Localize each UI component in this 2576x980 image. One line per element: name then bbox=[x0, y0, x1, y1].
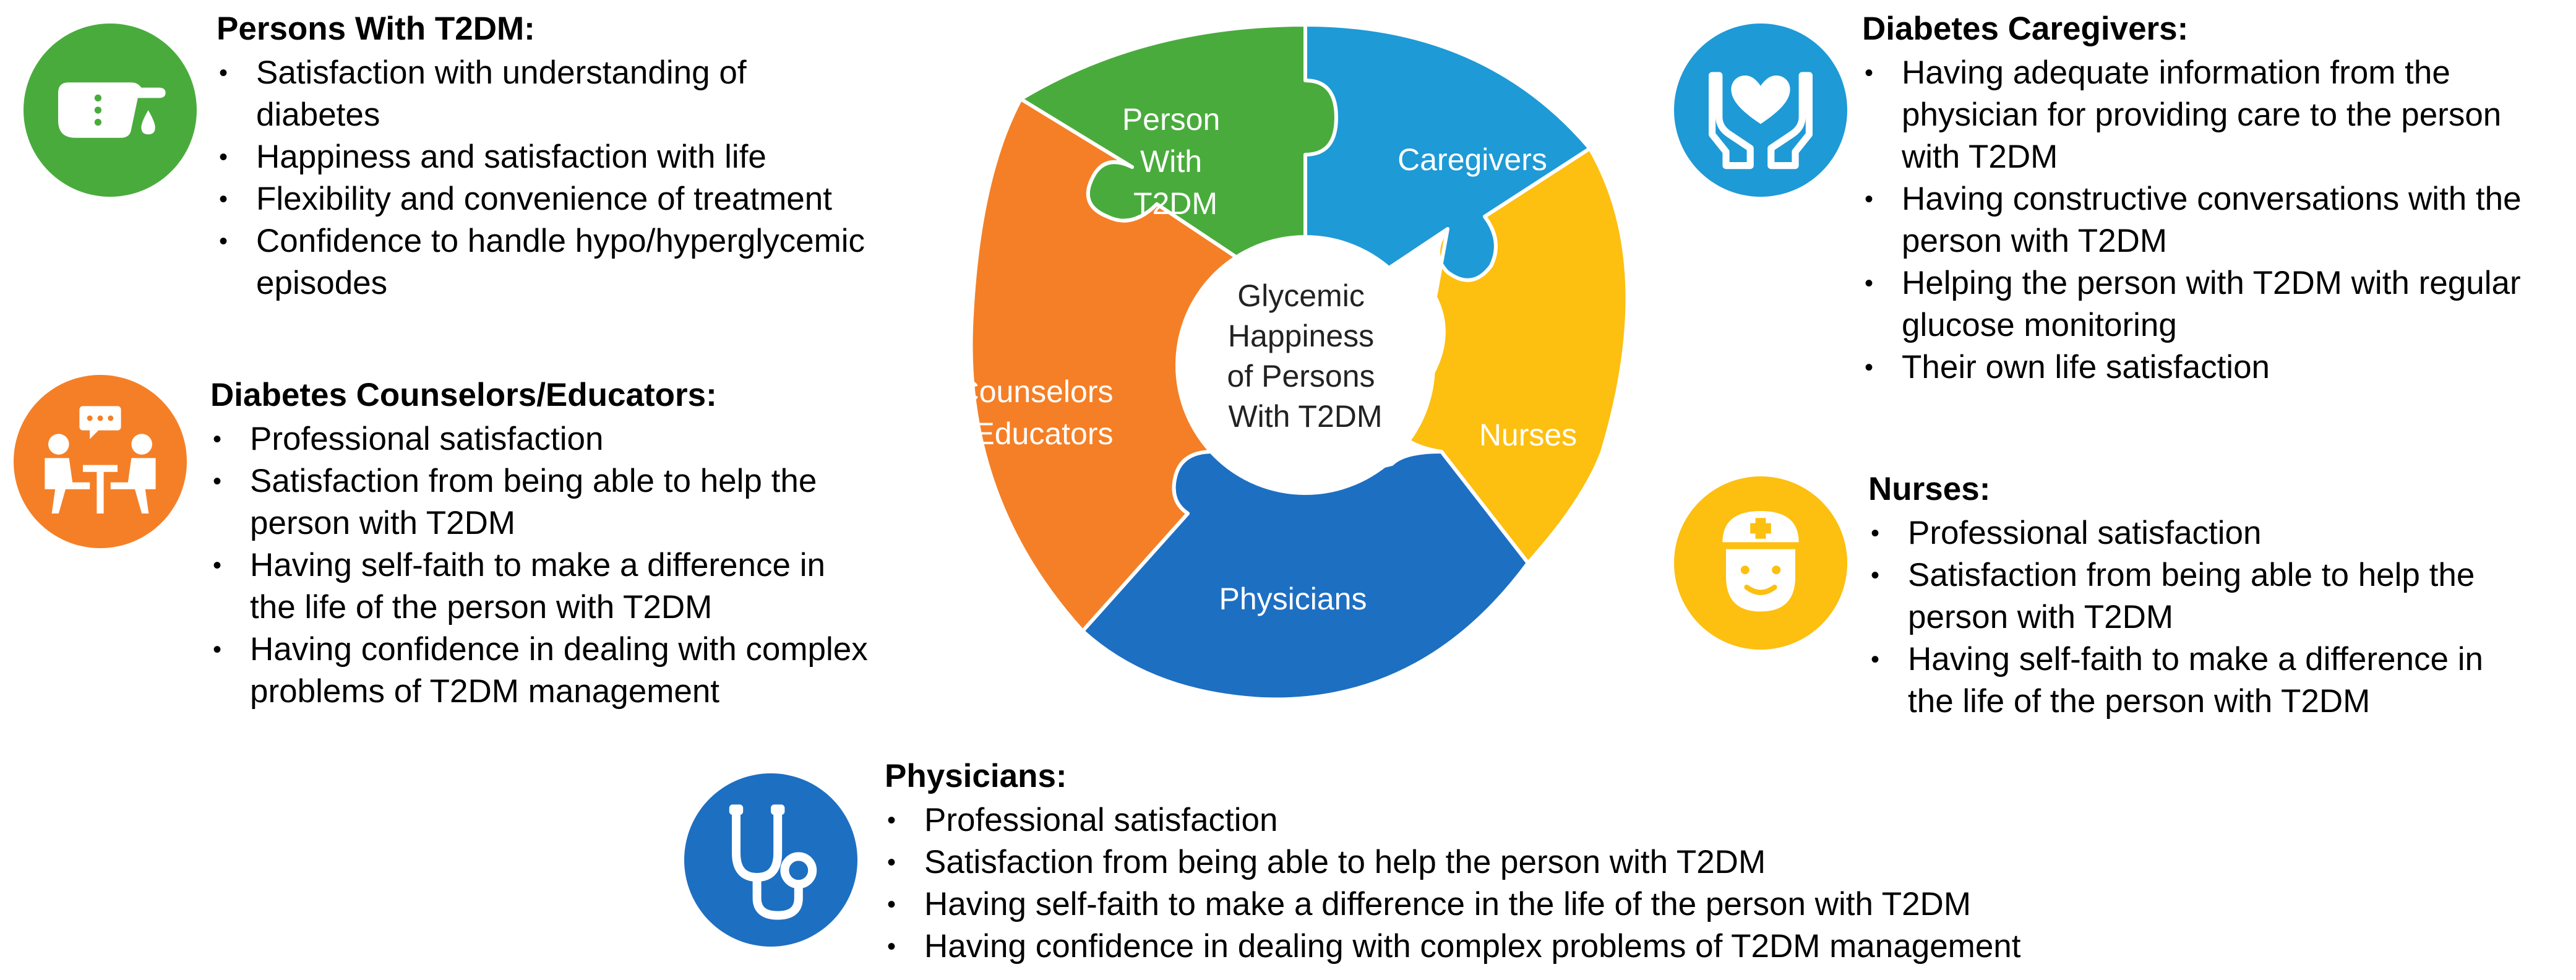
piece-label-nurses: Nurses bbox=[1479, 418, 1577, 452]
list-item: Having adequate information from thephys… bbox=[1862, 52, 2574, 178]
persons-section: Persons With T2DM: Satisfaction with und… bbox=[217, 9, 959, 304]
nurse-face-icon bbox=[1674, 476, 1847, 650]
list-item: Satisfaction from being able to help the… bbox=[1868, 554, 2574, 638]
counseling-session-icon bbox=[14, 375, 187, 548]
persons-title: Persons With T2DM: bbox=[217, 11, 535, 47]
list-item: Having constructive conversations with t… bbox=[1862, 178, 2574, 262]
list-item: Having confidence in dealing with comple… bbox=[210, 629, 953, 713]
physicians-section: Physicians: Professional satisfaction Sa… bbox=[885, 756, 2246, 968]
piece-label-caregivers: Caregivers bbox=[1397, 142, 1547, 177]
piece-label-counselors: Counselors /Educators bbox=[957, 374, 1122, 451]
list-item: Happiness and satisfaction with life bbox=[217, 136, 959, 178]
counselors-title: Diabetes Counselors/Educators: bbox=[210, 377, 717, 413]
puzzle-wheel: Glycemic Happiness of Persons With T2DM … bbox=[957, 23, 1629, 702]
list-item: Satisfaction from being able to help the… bbox=[210, 460, 953, 544]
physicians-list: Professional satisfaction Satisfaction f… bbox=[885, 799, 2246, 968]
list-item: Flexibility and convenience of treatment bbox=[217, 178, 959, 220]
counselors-list: Professional satisfaction Satisfaction f… bbox=[210, 418, 953, 713]
counselors-section: Diabetes Counselors/Educators: Professio… bbox=[210, 375, 953, 713]
center-hub bbox=[1175, 235, 1435, 495]
list-item: Their own life satisfaction bbox=[1862, 346, 2574, 389]
caregivers-title: Diabetes Caregivers: bbox=[1862, 11, 2189, 47]
caring-hands-heart-icon bbox=[1674, 24, 1847, 197]
stethoscope-icon bbox=[684, 773, 857, 947]
caregivers-list: Having adequate information from thephys… bbox=[1862, 52, 2574, 389]
list-item: Having self-faith to make a difference i… bbox=[1868, 638, 2574, 723]
nurses-title: Nurses: bbox=[1868, 471, 1991, 507]
list-item: Professional satisfaction bbox=[210, 418, 953, 460]
physicians-title: Physicians: bbox=[885, 758, 1067, 794]
nurses-list: Professional satisfaction Satisfaction f… bbox=[1868, 512, 2574, 723]
nurses-section: Nurses: Professional satisfaction Satisf… bbox=[1868, 469, 2574, 723]
list-item: Having self-faith to make a difference i… bbox=[210, 544, 953, 629]
glucose-meter-finger-icon bbox=[24, 24, 197, 197]
list-item: Satisfaction from being able to help the… bbox=[885, 841, 2246, 883]
list-item: Professional satisfaction bbox=[1868, 512, 2574, 554]
center-label: Glycemic Happiness of Persons With T2DM bbox=[1227, 278, 1384, 434]
list-item: Having self-faith to make a difference i… bbox=[885, 883, 2246, 926]
persons-list: Satisfaction with understanding ofdiabet… bbox=[217, 52, 959, 304]
list-item: Professional satisfaction bbox=[885, 799, 2246, 841]
piece-label-physicians: Physicians bbox=[1219, 582, 1367, 616]
list-item: Satisfaction with understanding ofdiabet… bbox=[217, 52, 959, 136]
caregivers-section: Diabetes Caregivers: Having adequate inf… bbox=[1862, 9, 2574, 389]
list-item: Confidence to handle hypo/hyperglycemice… bbox=[217, 220, 959, 304]
piece-label-person: Person With T2DM bbox=[1122, 102, 1229, 221]
list-item: Helping the person with T2DM with regula… bbox=[1862, 262, 2574, 346]
list-item: Having confidence in dealing with comple… bbox=[885, 926, 2246, 968]
